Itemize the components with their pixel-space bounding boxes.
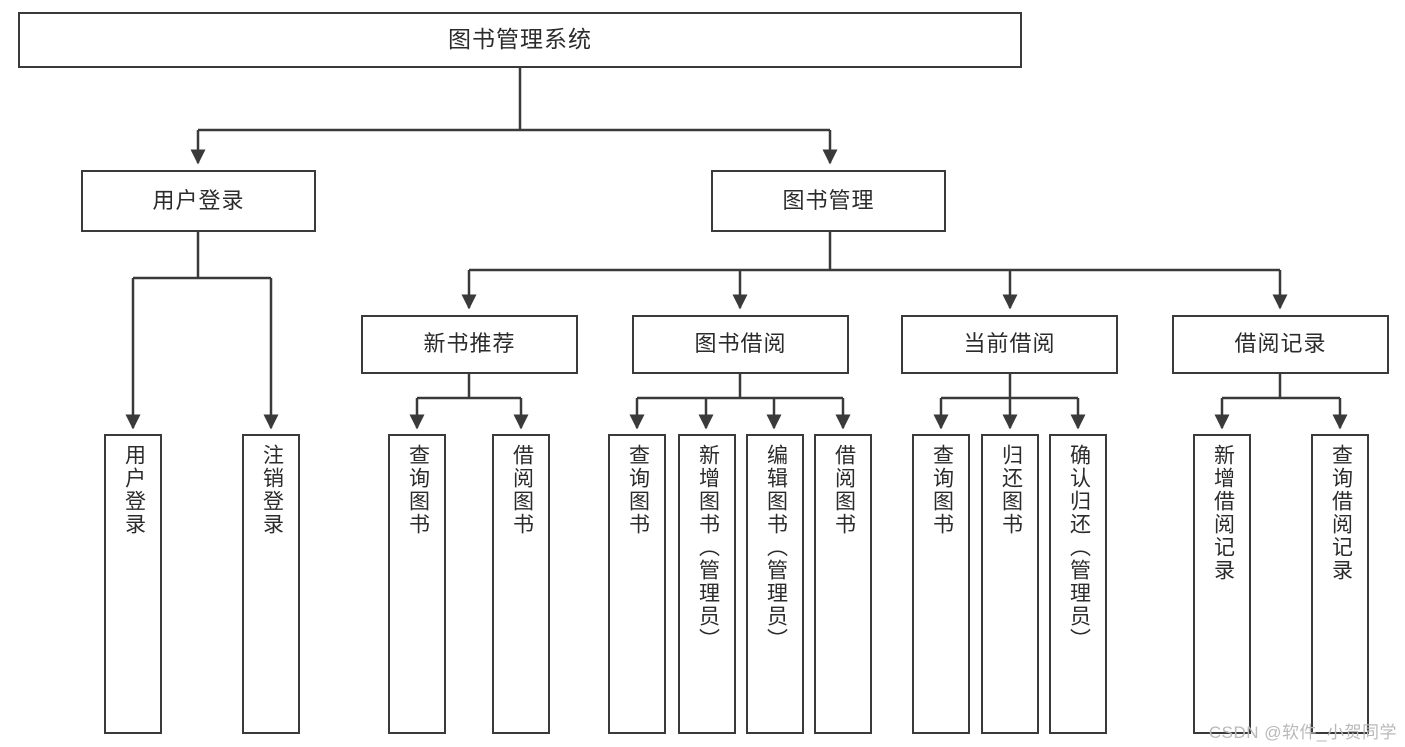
leaf-query-book-current[interactable]: 查询图书 — [912, 434, 970, 734]
leaf-edit-book-admin[interactable]: 编辑图书（管理员） — [746, 434, 804, 734]
leaf-add-book-admin-label: 新增图书（管理员） — [696, 444, 720, 651]
leaf-return-book-label: 归还图书 — [999, 444, 1023, 536]
leaf-query-book-recommend[interactable]: 查询图书 — [388, 434, 446, 734]
node-user-login-label: 用户登录 — [152, 187, 245, 213]
node-borrow-records[interactable]: 借阅记录 — [1172, 315, 1389, 374]
leaf-query-book-borrow[interactable]: 查询图书 — [608, 434, 666, 734]
node-new-book-recommend-label: 新书推荐 — [423, 331, 516, 357]
leaf-user-login-label: 用户登录 — [122, 444, 146, 536]
leaf-query-book-current-label: 查询图书 — [930, 444, 954, 536]
leaf-borrow-book-label: 借阅图书 — [832, 444, 856, 536]
node-borrow-records-label: 借阅记录 — [1234, 331, 1327, 357]
node-book-management-label: 图书管理 — [782, 187, 875, 213]
node-book-management[interactable]: 图书管理 — [711, 170, 946, 232]
node-current-borrow-label: 当前借阅 — [963, 331, 1056, 357]
node-new-book-recommend[interactable]: 新书推荐 — [361, 315, 578, 374]
leaf-confirm-return-admin-label: 确认归还（管理员） — [1067, 444, 1091, 651]
leaf-query-borrow-record-label: 查询借阅记录 — [1329, 444, 1353, 582]
leaf-add-borrow-record-label: 新增借阅记录 — [1211, 444, 1235, 582]
leaf-return-book[interactable]: 归还图书 — [981, 434, 1039, 734]
leaf-query-borrow-record[interactable]: 查询借阅记录 — [1311, 434, 1369, 734]
node-root[interactable]: 图书管理系统 — [18, 12, 1022, 68]
leaf-query-book-recommend-label: 查询图书 — [406, 444, 430, 536]
leaf-logout-label: 注销登录 — [260, 444, 284, 536]
node-root-label: 图书管理系统 — [448, 26, 592, 53]
leaf-query-book-borrow-label: 查询图书 — [626, 444, 650, 536]
leaf-logout[interactable]: 注销登录 — [242, 434, 300, 734]
node-current-borrow[interactable]: 当前借阅 — [901, 315, 1118, 374]
leaf-add-borrow-record[interactable]: 新增借阅记录 — [1193, 434, 1251, 734]
node-user-login[interactable]: 用户登录 — [81, 170, 316, 232]
leaf-borrow-book-recommend-label: 借阅图书 — [510, 444, 534, 536]
leaf-user-login[interactable]: 用户登录 — [104, 434, 162, 734]
leaf-edit-book-admin-label: 编辑图书（管理员） — [764, 444, 788, 651]
node-book-borrow-label: 图书借阅 — [694, 331, 787, 357]
node-book-borrow[interactable]: 图书借阅 — [632, 315, 849, 374]
leaf-borrow-book-recommend[interactable]: 借阅图书 — [492, 434, 550, 734]
watermark-text: CSDN @软件_小贺同学 — [1208, 723, 1397, 742]
leaf-confirm-return-admin[interactable]: 确认归还（管理员） — [1049, 434, 1107, 734]
leaf-borrow-book[interactable]: 借阅图书 — [814, 434, 872, 734]
leaf-add-book-admin[interactable]: 新增图书（管理员） — [678, 434, 736, 734]
